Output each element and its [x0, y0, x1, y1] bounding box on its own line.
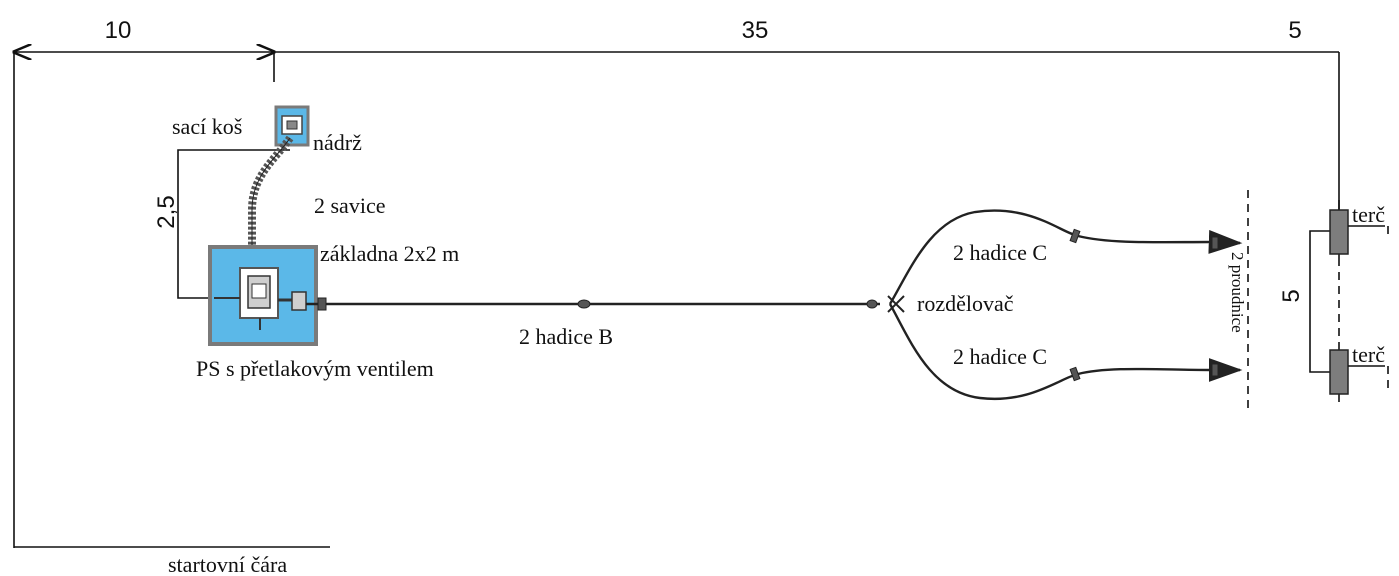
nozzles-label: 2 proudnice — [1228, 252, 1247, 333]
suction-hose — [248, 135, 294, 258]
target-top — [1329, 200, 1385, 258]
pump-base — [208, 245, 318, 346]
dimension-lines — [14, 52, 1340, 548]
dimension-targets-bracket — [1309, 230, 1330, 373]
dimension-35-label: 35 — [742, 17, 769, 44]
c-hose-bottom — [888, 303, 1211, 401]
dimension-10-label: 10 — [105, 17, 132, 44]
b-hose-coupling — [317, 297, 327, 311]
tank — [274, 105, 310, 147]
nozzle-bottom-coupling — [1211, 363, 1219, 377]
dimension-2-5-bracket — [177, 149, 290, 299]
b-hoses-label: 2 hadice B — [519, 324, 613, 349]
c-hose-bottom-coupling — [1069, 366, 1081, 382]
b-hose-coupling-mid — [577, 299, 591, 309]
target-bottom-label: terč — [1352, 342, 1385, 367]
c-hoses-top-label: 2 hadice C — [953, 240, 1047, 265]
nozzle-top-coupling — [1211, 236, 1219, 250]
c-hose-top-coupling — [1069, 228, 1081, 244]
suction-hoses-label: 2 savice — [314, 193, 385, 218]
start-line-label: startovní čára — [168, 552, 287, 576]
dimension-targets-5-label: 5 — [1278, 289, 1305, 302]
dimension-2-5-label: 2,5 — [153, 195, 180, 228]
pump-label: PS s přetlakovým ventilem — [196, 356, 434, 381]
tank-label: nádrž — [313, 130, 362, 155]
c-hoses-bottom-label: 2 hadice C — [953, 344, 1047, 369]
c-hose-top — [888, 209, 1211, 305]
target-bottom — [1329, 344, 1385, 402]
suction-basket-label: sací koš — [172, 114, 242, 139]
base-label: základna 2x2 m — [320, 241, 459, 266]
dimension-5-label: 5 — [1288, 17, 1301, 44]
divider-label: rozdělovač — [917, 291, 1014, 316]
divider — [866, 295, 905, 313]
target-top-label: terč — [1352, 202, 1385, 227]
